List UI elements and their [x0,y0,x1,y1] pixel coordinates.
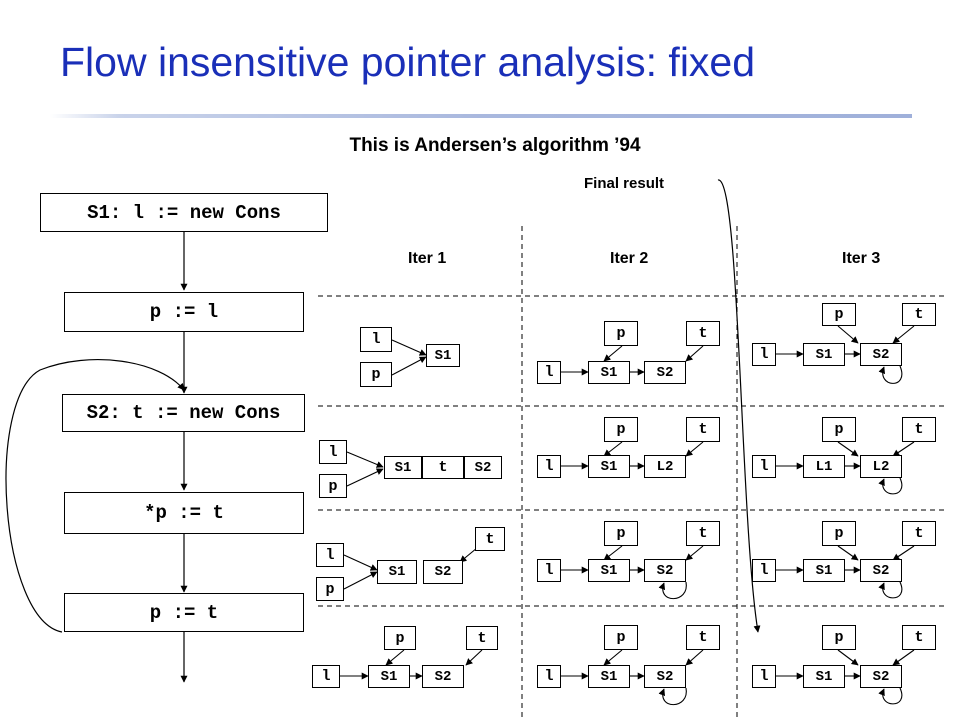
statement-s2-new-cons: S2: t := new Cons [62,394,305,432]
node-var-p: p [604,625,638,650]
node-var-p: p [604,321,638,346]
points-to-edges-pattern [338,325,915,680]
node-var-t: t [686,521,720,546]
node-var-l: l [537,665,561,688]
iter-3-label: Iter 3 [842,250,881,267]
node-loc-s1: S1 [588,361,630,384]
node-loc-s2: S2 [423,560,463,584]
node-var-p: p [319,474,347,498]
node-loc-s1: S1 [588,455,630,478]
node-var-l: l [537,361,561,384]
node-var-l: l [752,455,776,478]
node-var-l: l [537,455,561,478]
node-loc-s2: S2 [860,559,902,582]
node-loc-s1: S1 [588,665,630,688]
node-var-t: t [686,321,720,346]
node-var-l: l [537,559,561,582]
final-result-arrow [717,179,761,633]
iter-1-label: Iter 1 [408,250,447,267]
node-var-l: l [316,543,344,567]
node-var-l: l [752,343,776,366]
node-var-t: t [466,626,498,650]
node-var-p: p [822,417,856,442]
node-loc-s2: S2 [860,665,902,688]
self-loop-arrow [658,365,903,706]
node-var-t: t [902,625,936,650]
node-loc-s2: S2 [644,665,686,688]
statement-p-assign-l: p := l [64,292,304,332]
statement-s1-new-cons: S1: l := new Cons [40,193,328,232]
node-var-t: t [902,303,936,326]
node-var-l: l [360,327,392,352]
node-loc-s1: S1 [588,559,630,582]
node-var-t: t [422,456,464,479]
node-loc-l2: L2 [860,455,902,478]
node-var-p: p [822,303,856,326]
node-var-l: l [319,440,347,464]
title-divider [50,114,912,118]
node-var-t: t [475,527,505,551]
program-flow-arrows [5,179,761,683]
node-var-t: t [902,521,936,546]
slide-title: Flow insensitive pointer analysis: fixed [60,39,756,85]
back-edge-arrow [5,359,185,633]
points-to-edges [343,339,478,590]
node-var-l: l [752,665,776,688]
subtitle: This is Andersen’s algorithm ’94 [349,135,641,156]
node-loc-s1: S1 [803,665,845,688]
node-loc-l1: L1 [803,455,845,478]
iter-2-label: Iter 2 [610,250,649,267]
node-var-p: p [604,417,638,442]
node-loc-l2: L2 [644,455,686,478]
node-var-t: t [686,417,720,442]
node-var-p: p [604,521,638,546]
node-loc-s2: S2 [422,665,464,688]
statement-store-p-t: *p := t [64,492,304,534]
node-loc-s1: S1 [368,665,410,688]
node-loc-s1: S1 [803,559,845,582]
node-var-p: p [360,362,392,387]
node-loc-s1: S1 [384,456,422,479]
node-loc-s1: S1 [426,344,460,367]
node-loc-s2: S2 [644,361,686,384]
node-loc-s1: S1 [803,343,845,366]
node-var-t: t [686,625,720,650]
node-loc-s2: S2 [860,343,902,366]
node-var-l: l [312,665,340,688]
statement-p-assign-t: p := t [64,593,304,632]
final-result-label: Final result [584,175,665,192]
node-var-t: t [902,417,936,442]
node-var-p: p [822,625,856,650]
node-loc-s1: S1 [377,560,417,584]
node-var-p: p [384,626,416,650]
node-var-l: l [752,559,776,582]
node-loc-s2: S2 [644,559,686,582]
node-loc-s2: S2 [464,456,502,479]
node-var-p: p [822,521,856,546]
node-var-p: p [316,577,344,601]
